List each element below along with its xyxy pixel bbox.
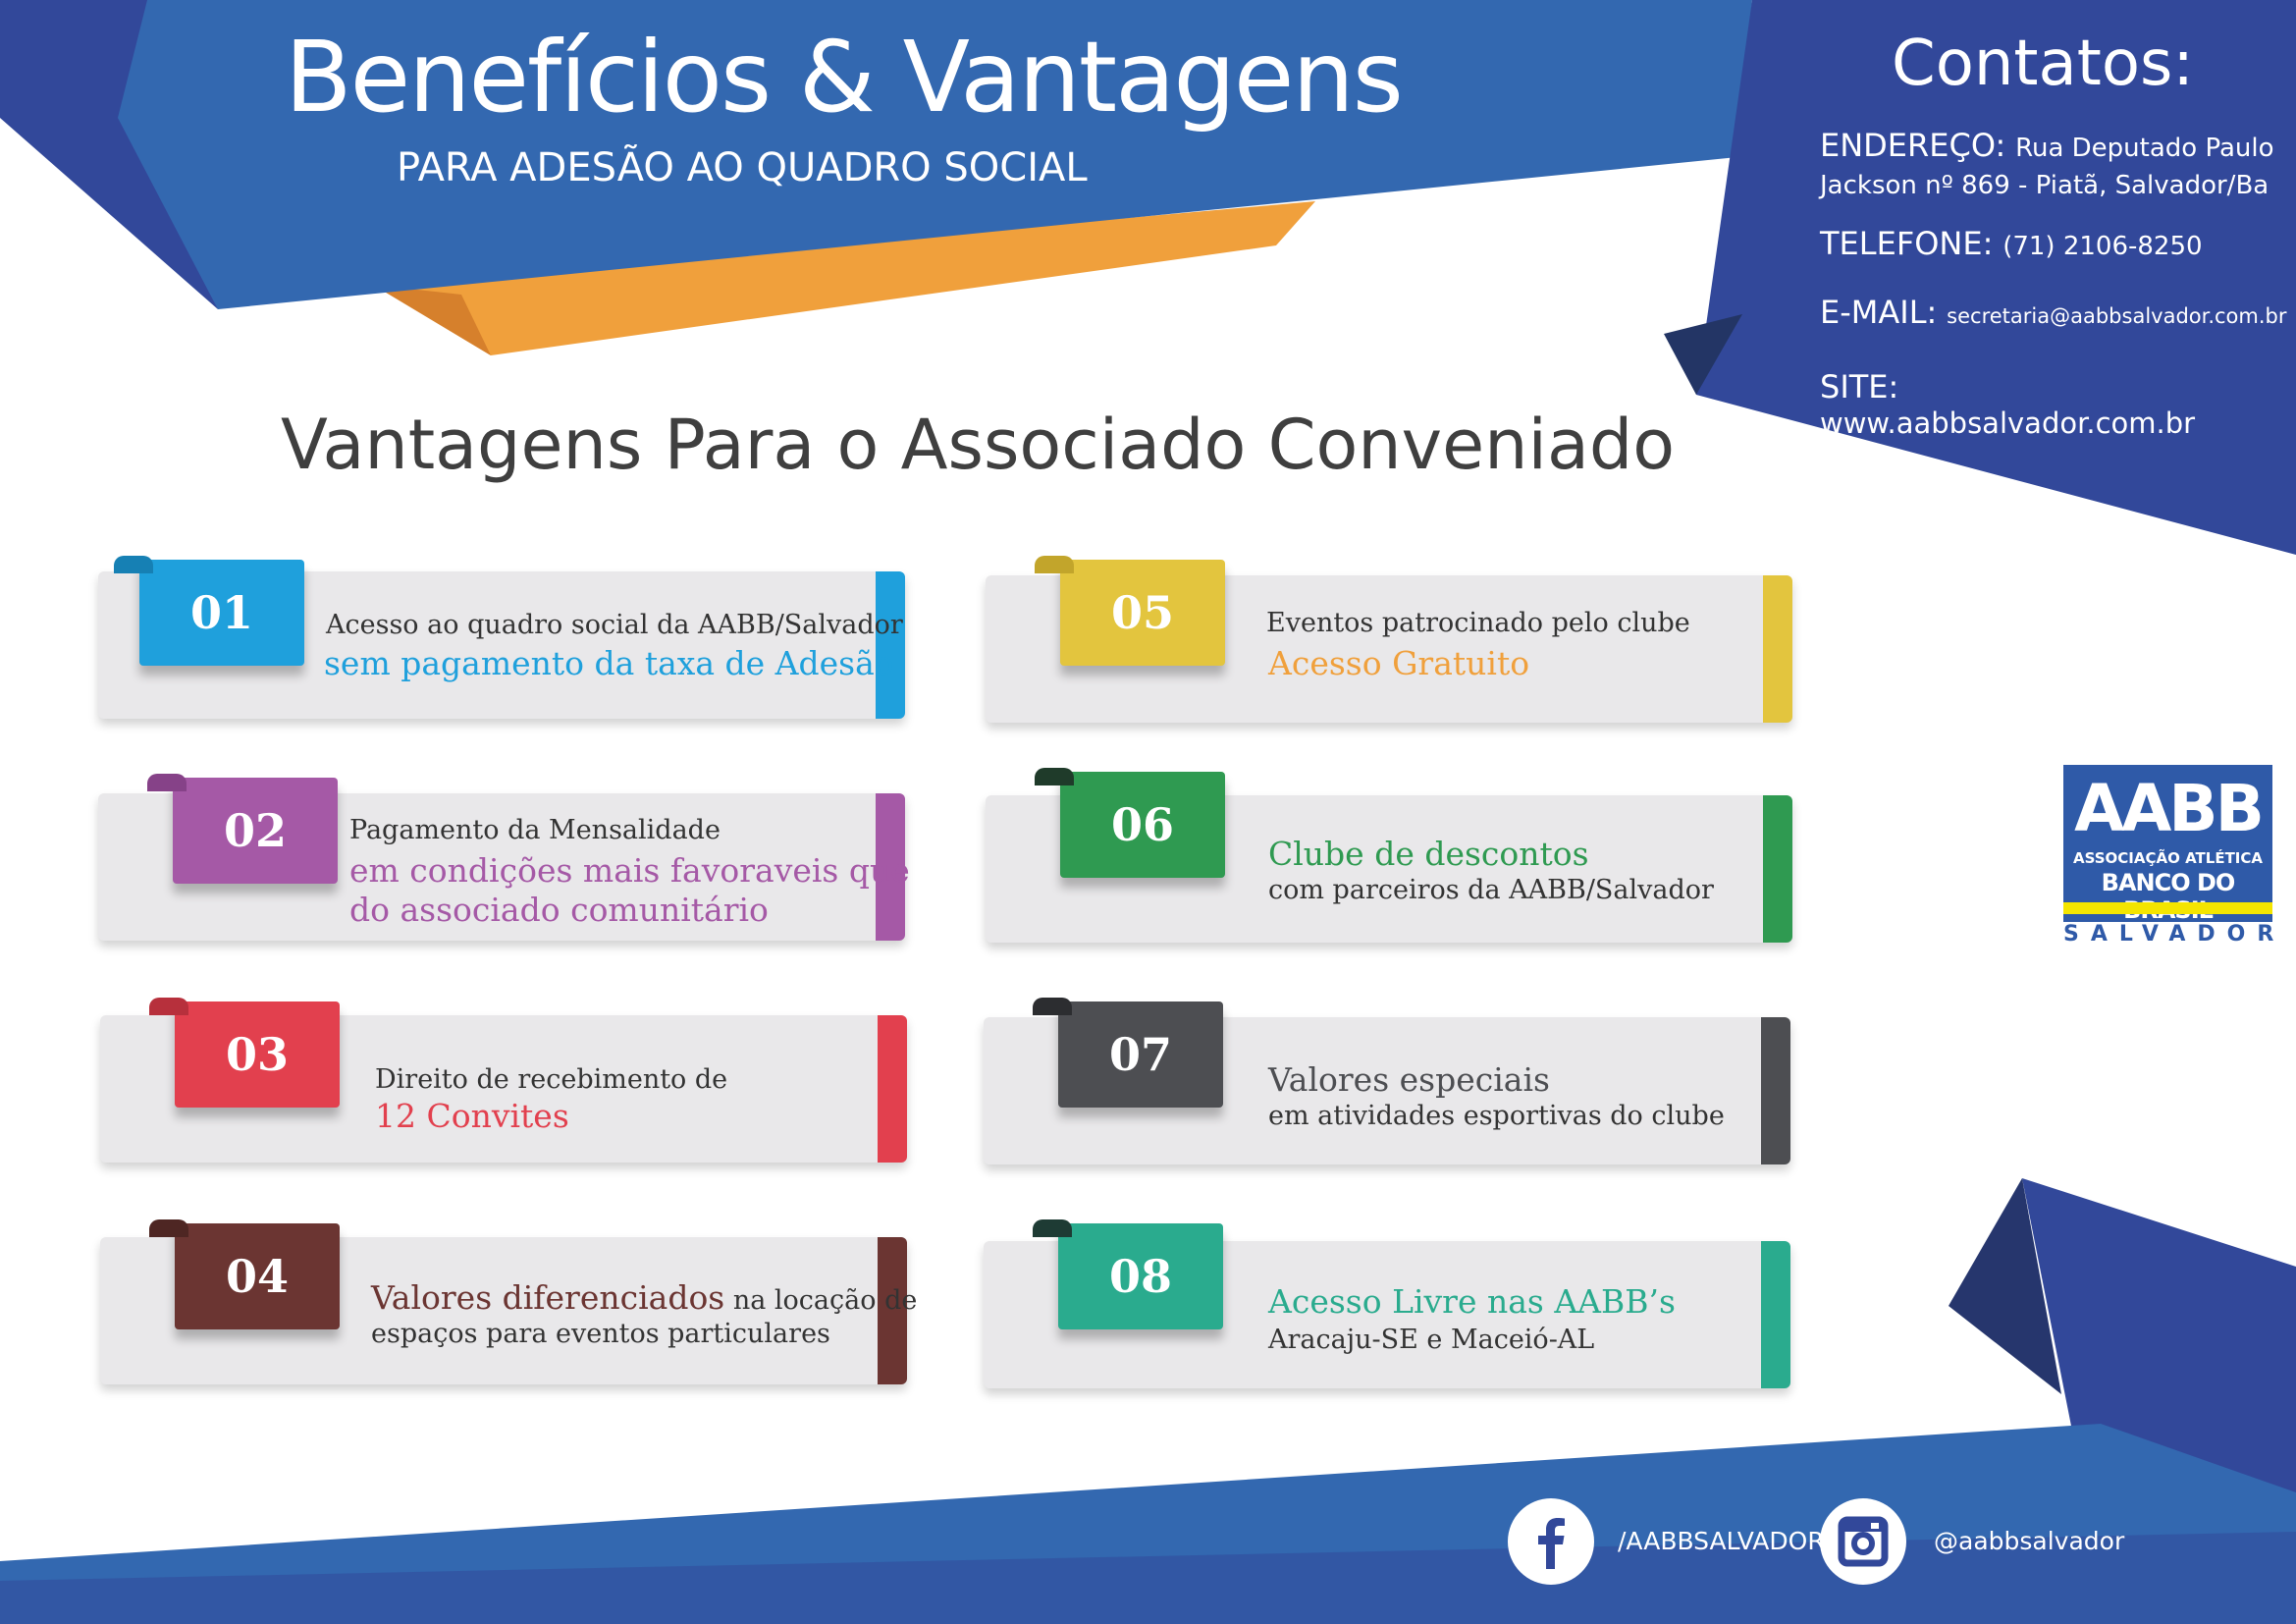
card-number-tab: 04 bbox=[149, 1219, 340, 1329]
card-number: 01 bbox=[189, 586, 253, 639]
card-number: 08 bbox=[1108, 1250, 1172, 1303]
card-05-line2: Acesso Gratuito bbox=[1268, 644, 1530, 682]
card-01-line2: sem pagamento da taxa de Adesão bbox=[324, 644, 894, 682]
tab-curl bbox=[147, 774, 187, 791]
card-number: 03 bbox=[225, 1028, 289, 1081]
tab-curl bbox=[1035, 768, 1074, 785]
card-04-highlight: Valores diferenciados bbox=[371, 1278, 725, 1317]
card-number-tab: 05 bbox=[1035, 556, 1225, 666]
card-06-line1: Clube de descontos bbox=[1268, 835, 1589, 873]
card-number: 02 bbox=[223, 804, 287, 857]
site-value[interactable]: www.aabbsalvador.com.br bbox=[1820, 406, 2196, 440]
address-value-2: Jackson nº 869 - Piatã, Salvador/Ba bbox=[1820, 171, 2269, 200]
card-accent-bar bbox=[1763, 575, 1792, 723]
instagram-icon[interactable] bbox=[1820, 1498, 1906, 1585]
card-06-line2: com parceiros da AABB/Salvador bbox=[1268, 875, 1714, 905]
card-01-line1: Acesso ao quadro social da AABB/Salvador bbox=[326, 610, 903, 640]
card-number: 05 bbox=[1110, 586, 1174, 639]
contact-site: SITE: www.aabbsalvador.com.br bbox=[1820, 369, 2281, 441]
logo-bank-text: BANCO DO BRASIL bbox=[2101, 869, 2236, 924]
card-accent-bar bbox=[876, 793, 905, 941]
card-03-line1: Direito de recebimento de bbox=[375, 1064, 728, 1095]
card-07-line2: em atividades esportivas do clube bbox=[1268, 1101, 1725, 1131]
contact-address: ENDEREÇO: Rua Deputado Paulo Jackson nº … bbox=[1820, 128, 2281, 203]
card-number-tab: 06 bbox=[1035, 768, 1225, 878]
card-accent-bar bbox=[878, 1015, 907, 1163]
facebook-icon[interactable] bbox=[1508, 1498, 1594, 1585]
phone-value: (71) 2106-8250 bbox=[2002, 232, 2203, 261]
logo-city-text: SALVADOR bbox=[2063, 922, 2286, 947]
address-label: ENDEREÇO: bbox=[1820, 127, 2006, 164]
card-accent-bar bbox=[1761, 1241, 1790, 1388]
card-accent-bar bbox=[878, 1237, 907, 1384]
logo-yellow-stripe bbox=[2063, 902, 2272, 914]
card-number-tab: 01 bbox=[114, 556, 304, 666]
card-03-line2: 12 Convites bbox=[375, 1097, 569, 1135]
phone-label: TELEFONE: bbox=[1820, 225, 1994, 262]
card-04-rest: na locação de bbox=[724, 1285, 918, 1316]
logo-aabb-text: AABB bbox=[2074, 771, 2265, 846]
facebook-handle[interactable]: /AABBSALVADOR bbox=[1618, 1527, 1825, 1555]
page-subtitle: PARA ADESÃO AO QUADRO SOCIAL bbox=[397, 145, 1088, 190]
card-number-tab: 07 bbox=[1033, 998, 1223, 1108]
card-accent-bar bbox=[1761, 1017, 1790, 1164]
tab-curl bbox=[114, 556, 153, 573]
card-number: 07 bbox=[1108, 1028, 1172, 1081]
tab-curl bbox=[149, 998, 188, 1015]
contact-email: E-MAIL: secretaria@aabbsalvador.com.br bbox=[1820, 295, 2296, 334]
card-04-line1: Valores diferenciados na locação de bbox=[371, 1278, 917, 1321]
card-number-tab: 02 bbox=[147, 774, 338, 884]
card-02-line1: Pagamento da Mensalidade bbox=[349, 815, 721, 845]
address-value-1: Rua Deputado Paulo bbox=[2015, 134, 2274, 163]
card-02-line3: do associado comunitário bbox=[349, 891, 769, 929]
card-04-line2: espaços para eventos particulares bbox=[371, 1319, 830, 1349]
card-05-line1: Eventos patrocinado pelo clube bbox=[1266, 608, 1690, 638]
logo-box bbox=[2063, 765, 2272, 922]
tab-curl bbox=[149, 1219, 188, 1237]
card-number-tab: 08 bbox=[1033, 1219, 1223, 1329]
card-number: 04 bbox=[225, 1250, 289, 1303]
email-label: E-MAIL: bbox=[1820, 294, 1938, 331]
aabb-logo: AABB ASSOCIAÇÃO ATLÉTICA BANCO DO BRASIL… bbox=[2063, 765, 2286, 947]
card-02-line2: em condições mais favoraveis que bbox=[349, 851, 910, 890]
tab-curl bbox=[1035, 556, 1074, 573]
card-accent-bar bbox=[876, 571, 905, 719]
card-08-line1: Acesso Livre nas AABB’s bbox=[1268, 1282, 1676, 1321]
instagram-handle[interactable]: @aabbsalvador bbox=[1934, 1527, 2125, 1555]
card-07-line1: Valores especiais bbox=[1268, 1060, 1550, 1099]
logo-assoc-text: ASSOCIAÇÃO ATLÉTICA bbox=[2073, 849, 2263, 867]
card-number-tab: 03 bbox=[149, 998, 340, 1108]
tab-curl bbox=[1033, 1219, 1072, 1237]
card-accent-bar bbox=[1763, 795, 1792, 943]
card-number: 06 bbox=[1110, 798, 1174, 851]
section-title: Vantagens Para o Associado Conveniado bbox=[281, 405, 1676, 485]
card-08-line2: Aracaju-SE e Maceió-AL bbox=[1268, 1325, 1595, 1355]
email-value[interactable]: secretaria@aabbsalvador.com.br bbox=[1947, 304, 2287, 328]
tab-curl bbox=[1033, 998, 1072, 1015]
contacts-title: Contatos: bbox=[1892, 27, 2194, 100]
page-title: Benefícios & Vantagens bbox=[285, 20, 1404, 135]
site-label: SITE: bbox=[1820, 368, 1899, 406]
contact-phone: TELEFONE: (71) 2106-8250 bbox=[1820, 226, 2281, 264]
